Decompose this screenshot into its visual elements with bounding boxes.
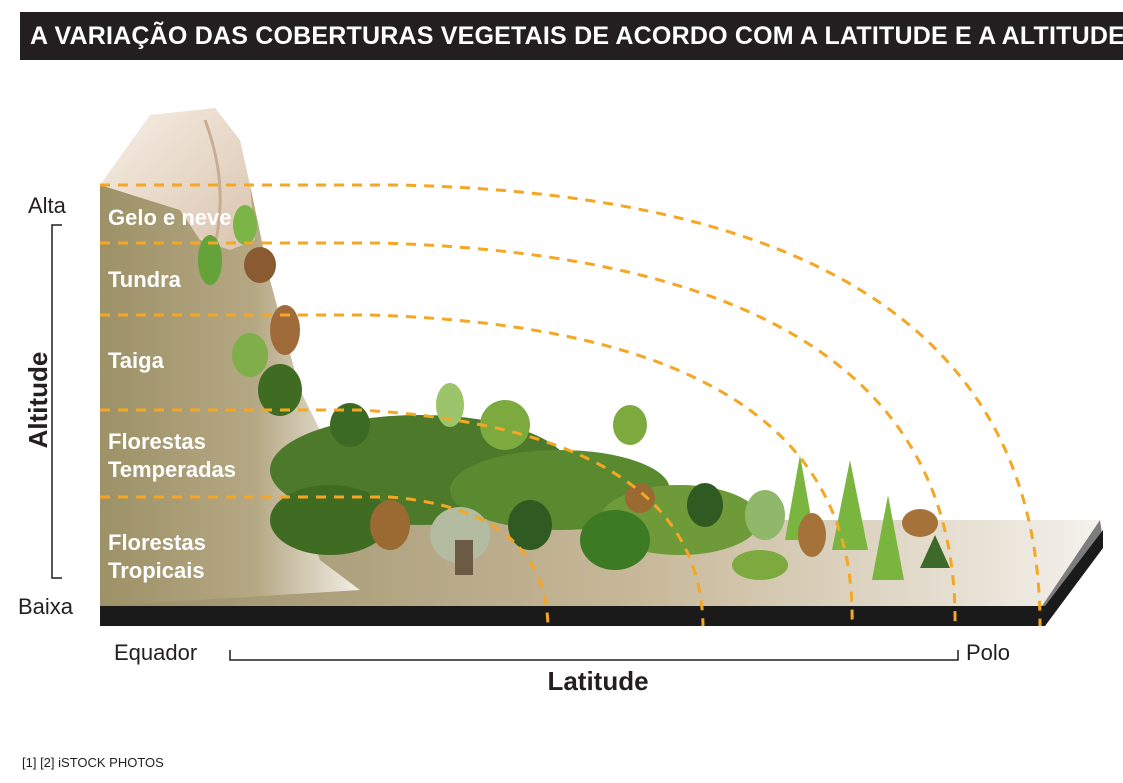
- photo-credit: [1] [2] iSTOCK PHOTOS: [22, 755, 164, 770]
- altitude-label: Altitude: [23, 352, 53, 449]
- zone-label-ice: Gelo e neve: [108, 205, 232, 230]
- zone-label-taiga: Taiga: [108, 348, 165, 373]
- altitude-top-label: Alta: [28, 193, 67, 218]
- latitude-bracket: [229, 650, 959, 661]
- page-title: A VARIAÇÃO DAS COBERTURAS VEGETAIS DE AC…: [30, 22, 1123, 50]
- zone-label-temperate-2: Temperadas: [108, 457, 236, 482]
- snow-cap: [100, 108, 255, 250]
- altitude-bracket: [51, 224, 62, 579]
- latitude-left-label: Equador: [114, 640, 197, 665]
- zone-label-tropical-1: Florestas: [108, 530, 206, 555]
- zone-lines: [100, 183, 1042, 627]
- altitude-bottom-label: Baixa: [18, 594, 74, 619]
- title-bar: A VARIAÇÃO DAS COBERTURAS VEGETAIS DE AC…: [20, 12, 1123, 60]
- latitude-label: Latitude: [547, 666, 648, 696]
- zone-label-tropical-2: Tropicais: [108, 558, 205, 583]
- vegetation: [198, 205, 950, 580]
- latitude-right-label: Polo: [966, 640, 1010, 665]
- snow-ridge: [203, 119, 222, 246]
- base-strip-side: [1045, 530, 1103, 626]
- zone-label-temperate-1: Florestas: [108, 429, 206, 454]
- base-strip: [100, 606, 1045, 626]
- zone-label-tundra: Tundra: [108, 267, 182, 292]
